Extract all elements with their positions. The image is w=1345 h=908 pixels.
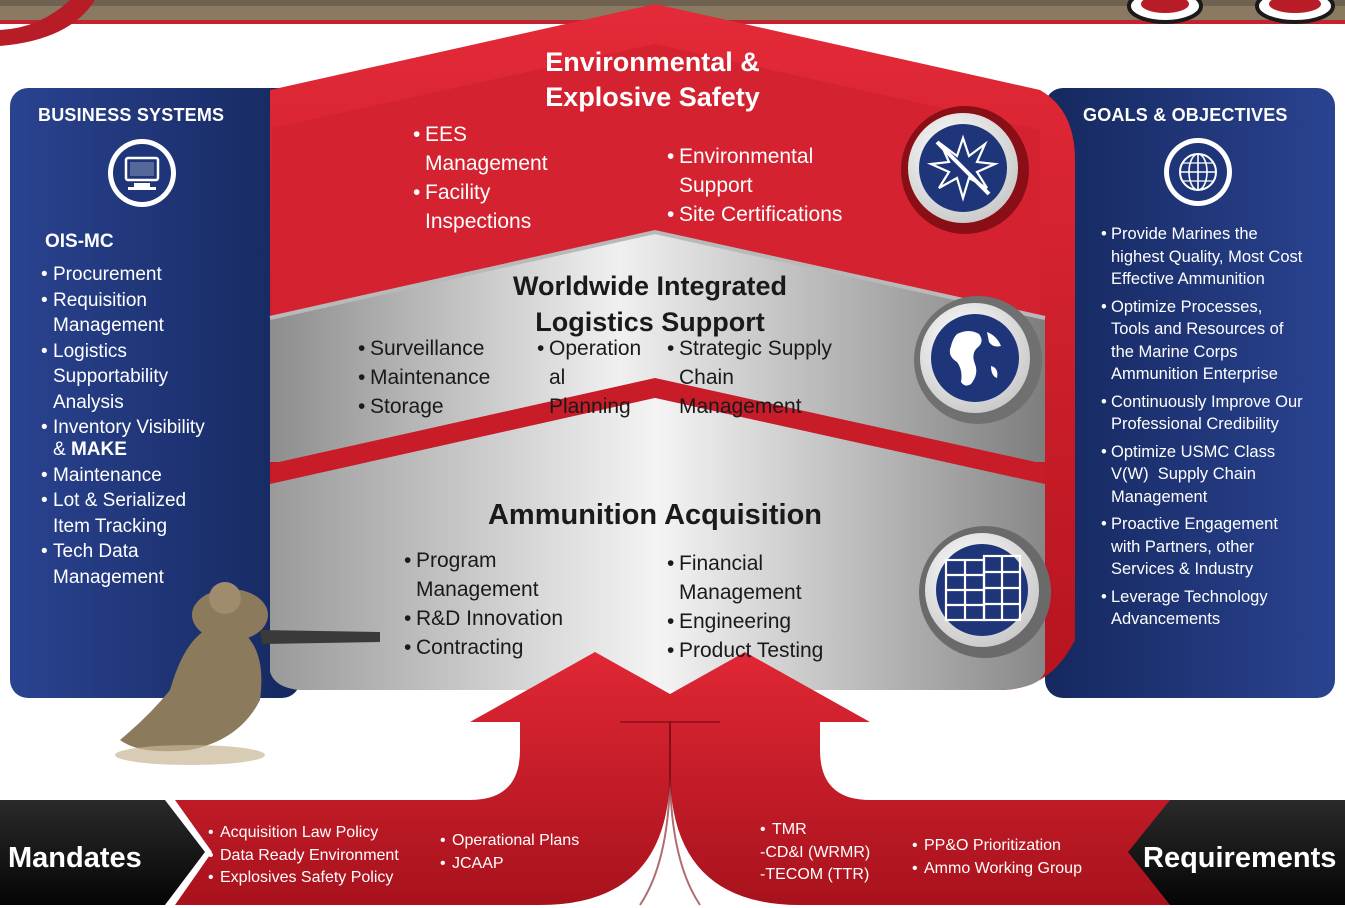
list-item: JCAAP — [440, 853, 610, 876]
list-item: Item Tracking — [53, 515, 168, 537]
mandates-label: Mandates — [8, 842, 142, 874]
acquisition-col1: Program Management R&D Innovation Contra… — [404, 546, 624, 662]
logistics-col2: Operation al Planning — [537, 334, 667, 421]
goal-item: •Continuously Improve Our Professional C… — [1101, 392, 1303, 434]
goals-list: •Provide Marines the highest Quality, Mo… — [1101, 223, 1341, 631]
crosshair-globe-icon — [1179, 153, 1217, 191]
logistics-col3: Strategic Supply Chain Management — [667, 334, 877, 421]
globe-icon — [939, 322, 1011, 394]
list-item: PP&O Prioritization — [912, 835, 1122, 858]
logistics-title: Worldwide Integrated Logistics Support — [512, 271, 788, 337]
list-item-make: & MAKE — [41, 438, 281, 460]
mandates-col1: Acquisition Law Policy Data Ready Enviro… — [208, 822, 438, 890]
goal-item: •Optimize Processes, Tools and Resources… — [1101, 297, 1284, 384]
make-label: MAKE — [70, 438, 127, 460]
list-item: R&D Innovation — [404, 604, 624, 633]
list-item: Planning — [549, 395, 631, 418]
list-item: Ammo Working Group — [912, 858, 1122, 881]
list-item: Requisition — [41, 288, 281, 314]
list-item: Program — [404, 546, 624, 575]
list-item: Environmental — [667, 142, 907, 171]
list-item: Analysis — [53, 391, 124, 413]
goal-item: •Optimize USMC Class V(W) Supply Chain M… — [1101, 442, 1276, 506]
list-item: Strategic Supply — [667, 334, 877, 363]
list-item: Procurement — [41, 262, 281, 288]
business-systems-list: Procurement Requisition Management Logis… — [41, 262, 281, 590]
mandates-col2: Operational Plans JCAAP — [440, 830, 610, 875]
list-item: Engineering — [667, 607, 887, 636]
list-item: Operational Plans — [440, 830, 610, 853]
list-item: Inventory Visibility — [41, 415, 281, 441]
list-item: Management — [679, 581, 802, 604]
list-item: Acquisition Law Policy — [208, 822, 438, 845]
acquisition-title: Ammunition Acquisition — [487, 499, 822, 531]
list-item: Logistics — [41, 339, 281, 365]
list-item: Tech Data — [41, 539, 281, 565]
list-item: Storage — [358, 392, 538, 421]
list-item: Chain — [679, 366, 734, 389]
requirements-col1: TMR -CD&I (WRMR) -TECOM (TTR) — [760, 819, 910, 887]
list-item: Financial — [667, 549, 887, 578]
goal-item: •Proactive Engagement with Partners, oth… — [1101, 515, 1278, 578]
list-item: Management — [416, 578, 539, 601]
list-item: TMR — [760, 819, 910, 842]
list-item: Contracting — [404, 633, 624, 662]
goal-item: •Provide Marines the highest Quality, Mo… — [1101, 225, 1303, 288]
computer-monitor-icon — [124, 156, 160, 190]
goal-item: •Leverage Technology Advancements — [1101, 587, 1268, 629]
list-item: Site Certifications — [667, 200, 907, 229]
list-item: al — [549, 366, 566, 389]
list-item: Data Ready Environment — [208, 845, 438, 868]
list-item: Management — [425, 152, 548, 175]
environmental-title: Environmental & Explosive Safety — [545, 47, 760, 112]
list-item: Inspections — [425, 210, 532, 233]
list-item: Management — [53, 566, 164, 588]
list-item: Maintenance — [358, 363, 538, 392]
requirements-label: Requirements — [1143, 842, 1337, 874]
environmental-col1: EES Management Facility Inspections — [413, 120, 613, 236]
logistics-col1: Surveillance Maintenance Storage — [358, 334, 538, 421]
list-item: Supportability — [53, 366, 169, 387]
list-item: Operation — [537, 334, 667, 363]
list-item: Management — [679, 395, 802, 418]
environmental-col2: Environmental Support Site Certification… — [667, 142, 907, 229]
make-prefix: & — [53, 438, 71, 460]
list-item: Maintenance — [41, 463, 281, 489]
goals-objectives-title: GOALS & OBJECTIVES — [1083, 105, 1288, 125]
list-item: Lot & Serialized — [41, 488, 281, 514]
list-item: Explosives Safety Policy — [208, 867, 438, 890]
list-item: Support — [679, 174, 753, 197]
list-item: Surveillance — [358, 334, 538, 363]
list-item: EES — [413, 120, 613, 149]
acquisition-col2: Financial Management Engineering Product… — [667, 549, 887, 665]
explosion-prohibited-icon — [926, 134, 1000, 202]
list-item: Facility — [413, 178, 613, 207]
ois-mc-subtitle: OIS-MC — [45, 231, 114, 252]
requirements-col2: PP&O Prioritization Ammo Working Group — [912, 835, 1122, 880]
list-item: Product Testing — [667, 636, 887, 665]
list-item: -TECOM (TTR) — [760, 866, 870, 883]
business-systems-title: BUSINESS SYSTEMS — [38, 105, 225, 125]
list-item: -CD&I (WRMR) — [760, 843, 871, 861]
ammo-crates-icon — [944, 554, 1022, 622]
list-item: Management — [53, 315, 164, 336]
